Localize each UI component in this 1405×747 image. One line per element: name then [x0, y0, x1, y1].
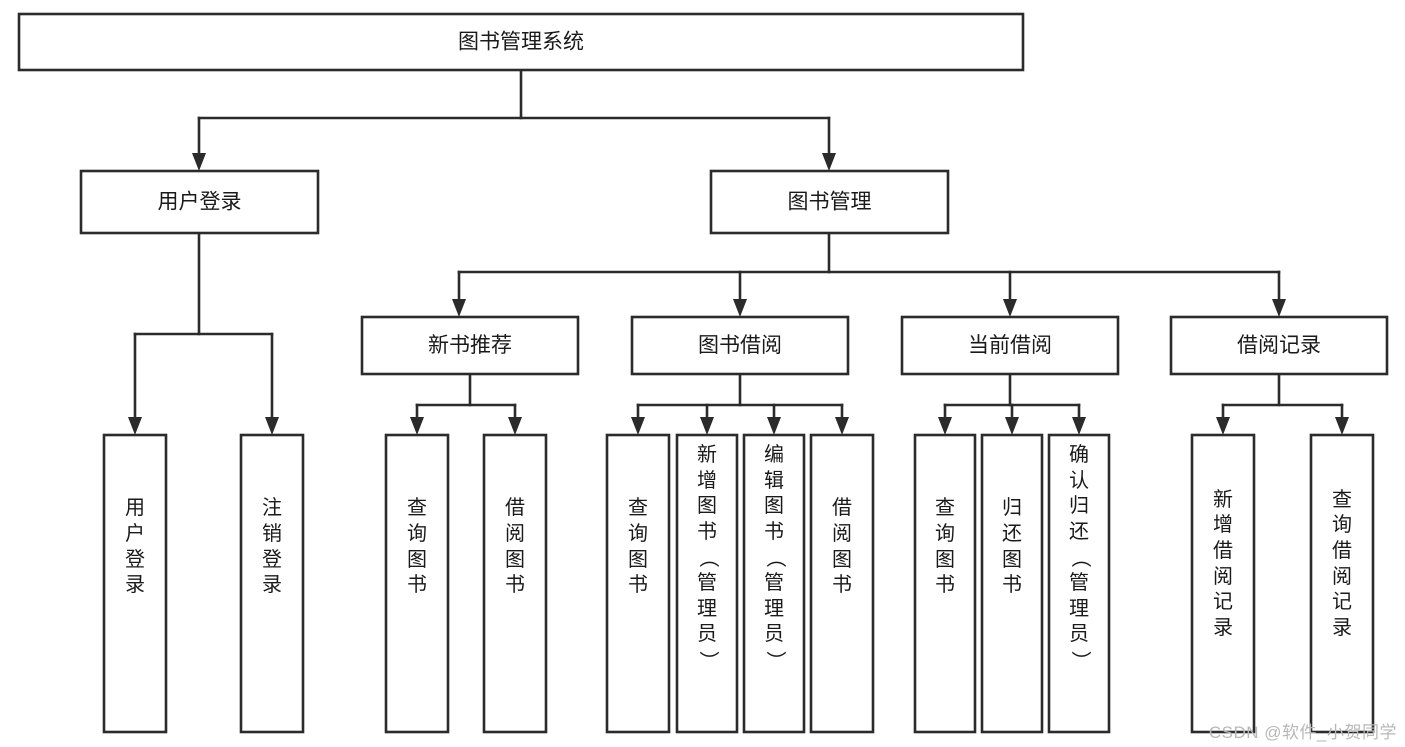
node-leaf-confirm-return[interactable]	[1047, 433, 1111, 734]
node-book-borrow[interactable]: 图书借阅	[630, 315, 850, 376]
node-box-leaf-user-login[interactable]	[102, 433, 168, 734]
node-box-leaf-borrow-book-rec[interactable]	[482, 433, 548, 734]
node-borrow-record[interactable]: 借阅记录	[1169, 315, 1389, 376]
arrowhead-borrow-record	[1272, 299, 1286, 317]
connector-group-user-login	[128, 231, 279, 435]
arrowhead-leaf-logout	[265, 417, 279, 435]
node-box-leaf-borrow-book[interactable]	[809, 433, 875, 734]
arrowhead-book-manage	[822, 153, 836, 171]
node-box-leaf-query-book-rec[interactable]	[384, 433, 450, 734]
node-label-book-manage: 图书管理	[788, 191, 872, 214]
node-label-new-book-recommend: 新书推荐	[428, 334, 512, 357]
node-box-leaf-add-borrow-record[interactable]	[1190, 433, 1256, 734]
node-label-borrow-record: 借阅记录	[1237, 334, 1321, 357]
node-leaf-query-borrow-record[interactable]	[1309, 433, 1375, 734]
arrowhead-leaf-borrow-book	[835, 417, 849, 435]
node-leaf-query-book-borrow[interactable]	[605, 433, 671, 734]
node-root[interactable]: 图书管理系统	[17, 12, 1025, 72]
node-box-book-manage[interactable]	[709, 169, 950, 235]
node-leaf-user-login[interactable]	[102, 433, 168, 734]
node-label-root: 图书管理系统	[458, 31, 584, 54]
arrowhead-leaf-query-book-borrow	[631, 417, 645, 435]
node-leaf-add-borrow-record[interactable]	[1190, 433, 1256, 734]
node-leaf-add-book[interactable]	[675, 433, 739, 734]
node-new-book-recommend[interactable]: 新书推荐	[360, 315, 580, 376]
arrowhead-leaf-add-borrow-record	[1216, 417, 1230, 435]
node-box-leaf-confirm-return[interactable]	[1047, 433, 1111, 734]
node-box-root[interactable]	[17, 12, 1025, 72]
arrowhead-user-login	[192, 153, 206, 171]
connector-group-current-borrow	[938, 372, 1086, 435]
arrowhead-leaf-confirm-return	[1072, 417, 1086, 435]
arrowhead-leaf-query-book-current	[938, 417, 952, 435]
node-leaf-query-book-rec[interactable]	[384, 433, 450, 734]
connector-group-book-borrow	[631, 372, 849, 435]
arrowhead-book-borrow	[733, 299, 747, 317]
node-label-current-borrow: 当前借阅	[968, 334, 1052, 357]
connector-group-borrow-record	[1216, 372, 1349, 435]
node-box-leaf-add-book[interactable]	[675, 433, 739, 734]
node-box-leaf-edit-book[interactable]	[742, 433, 806, 734]
node-current-borrow[interactable]: 当前借阅	[900, 315, 1120, 376]
node-leaf-return-book[interactable]	[980, 433, 1044, 734]
node-box-leaf-return-book[interactable]	[980, 433, 1044, 734]
csdn-watermark: CSDN @软件_小贺同学	[1208, 723, 1397, 742]
node-box-leaf-logout[interactable]	[239, 433, 305, 734]
node-box-borrow-record[interactable]	[1169, 315, 1389, 376]
node-box-new-book-recommend[interactable]	[360, 315, 580, 376]
arrowhead-leaf-return-book	[1005, 417, 1019, 435]
node-box-current-borrow[interactable]	[900, 315, 1120, 376]
node-box-leaf-query-book-current[interactable]	[913, 433, 977, 734]
node-user-login[interactable]: 用户登录	[79, 169, 320, 235]
connector-group-new-book-recommend	[410, 372, 522, 435]
node-box-book-borrow[interactable]	[630, 315, 850, 376]
node-leaf-logout[interactable]	[239, 433, 305, 734]
connector-group-book-manage	[452, 231, 1286, 317]
node-book-manage[interactable]: 图书管理	[709, 169, 950, 235]
node-leaf-borrow-book-rec[interactable]	[482, 433, 548, 734]
node-box-leaf-query-borrow-record[interactable]	[1309, 433, 1375, 734]
node-leaf-query-book-current[interactable]	[913, 433, 977, 734]
arrowhead-leaf-add-book	[700, 417, 714, 435]
node-leaf-edit-book[interactable]	[742, 433, 806, 734]
arrowhead-leaf-edit-book	[767, 417, 781, 435]
connector-group-root	[192, 68, 836, 171]
arrowhead-leaf-user-login	[128, 417, 142, 435]
arrowhead-leaf-query-borrow-record	[1335, 417, 1349, 435]
node-box-leaf-query-book-borrow[interactable]	[605, 433, 671, 734]
arrowhead-current-borrow	[1003, 299, 1017, 317]
node-label-book-borrow: 图书借阅	[698, 334, 782, 357]
arrowhead-new-book-recommend	[452, 299, 466, 317]
node-label-user-login: 用户登录	[158, 191, 242, 214]
node-leaf-borrow-book[interactable]	[809, 433, 875, 734]
node-box-user-login[interactable]	[79, 169, 320, 235]
arrowhead-leaf-query-book-rec	[410, 417, 424, 435]
arrowhead-leaf-borrow-book-rec	[508, 417, 522, 435]
